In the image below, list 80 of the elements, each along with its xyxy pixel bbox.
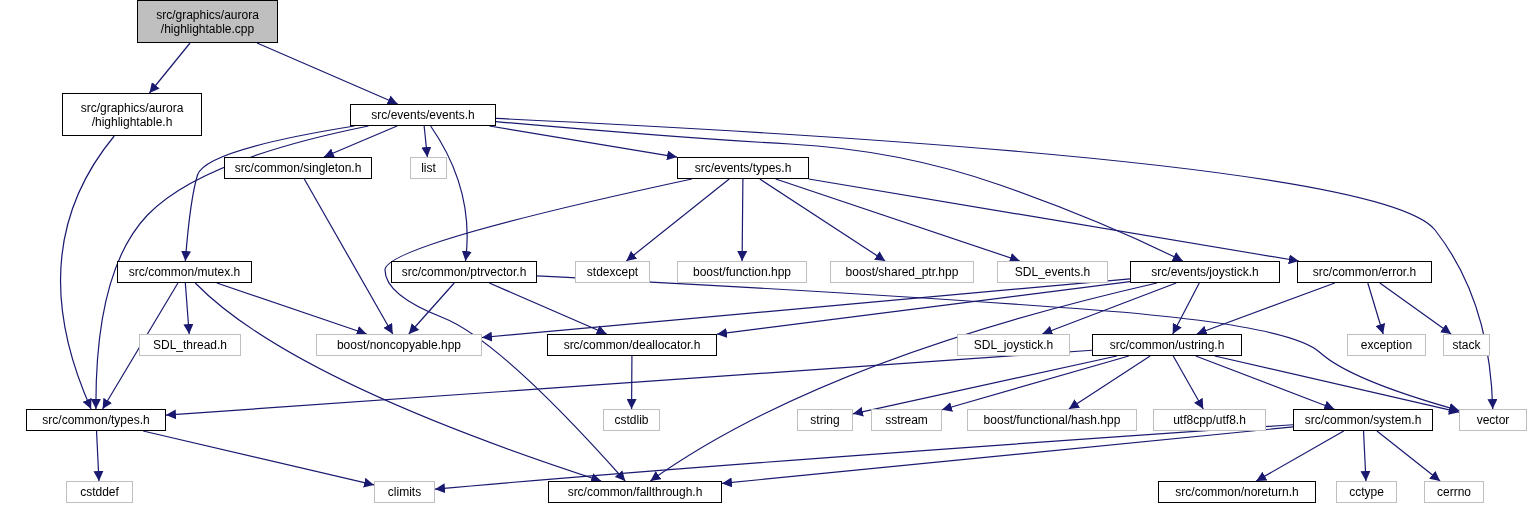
include-arrow [323,125,398,158]
include-arrow [1379,282,1452,335]
include-arrow [759,178,886,262]
include-arrow [102,282,179,410]
include-arrow [384,178,693,482]
include-arrow [481,278,1131,342]
include-arrow [1068,355,1151,410]
external-header-box: SDL_joystick.h [957,334,1070,356]
include-arrow [721,426,1294,488]
external-header-box: list [410,157,447,179]
include-arrow [737,178,748,262]
header-file-box: src/common/fallthrough.h [548,481,722,503]
external-header-box: SDL_events.h [997,261,1108,283]
include-arrow [142,430,375,488]
header-file-box: src/common/error.h [1297,261,1432,283]
include-arrow [256,42,399,105]
include-arrow [626,355,637,410]
external-header-box: boost/noncopyable.hpp [316,334,482,356]
external-header-box: cstdlib [603,409,660,431]
include-arrow [1360,430,1371,482]
include-arrow [941,355,1130,412]
source-file-box: src/graphics/aurora /highlightable.cpp [137,0,278,43]
include-arrow [1172,282,1200,335]
external-header-box: SDL_thread.h [139,334,241,356]
include-arrow [1214,355,1460,415]
include-arrow [852,355,1118,417]
include-arrow [165,349,1093,420]
header-file-box: src/events/joystick.h [1130,261,1280,283]
include-arrow [495,117,1498,410]
include-arrow [93,430,104,482]
header-file-box: src/common/system.h [1293,409,1433,431]
include-arrow [303,178,394,335]
header-file-box: src/common/ustring.h [1092,334,1242,356]
external-header-box: utf8cpp/utf8.h [1153,409,1266,431]
include-arrow [775,178,1021,263]
external-header-box: cerrno [1424,481,1484,503]
include-arrow [183,282,194,335]
external-header-box: boost/function.hpp [677,261,807,283]
include-arrow [716,280,1131,338]
include-arrow [488,282,608,335]
external-header-box: string [797,409,853,431]
external-header-box: boost/shared_ptr.hpp [830,261,974,283]
include-arrow [536,275,1460,413]
include-arrow [1041,282,1177,336]
header-file-box: src/graphics/aurora /highlightable.h [62,93,202,136]
header-file-box: src/common/deallocator.h [547,334,717,356]
include-arrow [625,178,730,262]
header-file-box: src/common/noreturn.h [1158,481,1316,503]
include-arrow [1196,282,1336,336]
include-arrow [148,42,191,94]
external-header-box: climits [374,481,435,503]
external-header-box: stdexcept [575,261,650,283]
header-file-box: src/events/types.h [677,157,809,179]
header-file-box: src/events/events.h [350,104,496,126]
include-arrow [216,282,368,336]
include-arrow [1376,430,1441,482]
include-arrow [495,120,1184,262]
include-arrow [434,424,1294,494]
include-arrow [808,178,1300,265]
include-arrow [430,125,472,262]
include-arrow [1195,355,1335,411]
include-arrow [1255,430,1345,482]
header-file-box: src/common/singleton.h [224,157,372,179]
include-arrow [1367,282,1386,335]
external-header-box: exception [1347,334,1426,356]
external-header-box: cctype [1336,481,1397,503]
include-arrow [59,135,115,410]
external-header-box: boost/functional/hash.hpp [967,409,1137,431]
header-file-box: src/common/mutex.h [117,261,252,283]
include-arrow [649,282,1158,482]
include-arrow [194,282,602,483]
include-arrow [1172,355,1204,410]
external-header-box: stack [1443,334,1490,356]
include-arrow [421,125,432,158]
external-header-box: vector [1459,409,1527,431]
header-file-box: src/common/ptrvector.h [391,261,537,283]
include-arrow [408,282,455,335]
header-file-box: src/common/types.h [26,409,166,431]
external-header-box: cstddef [66,481,133,503]
external-header-box: sstream [871,409,942,431]
